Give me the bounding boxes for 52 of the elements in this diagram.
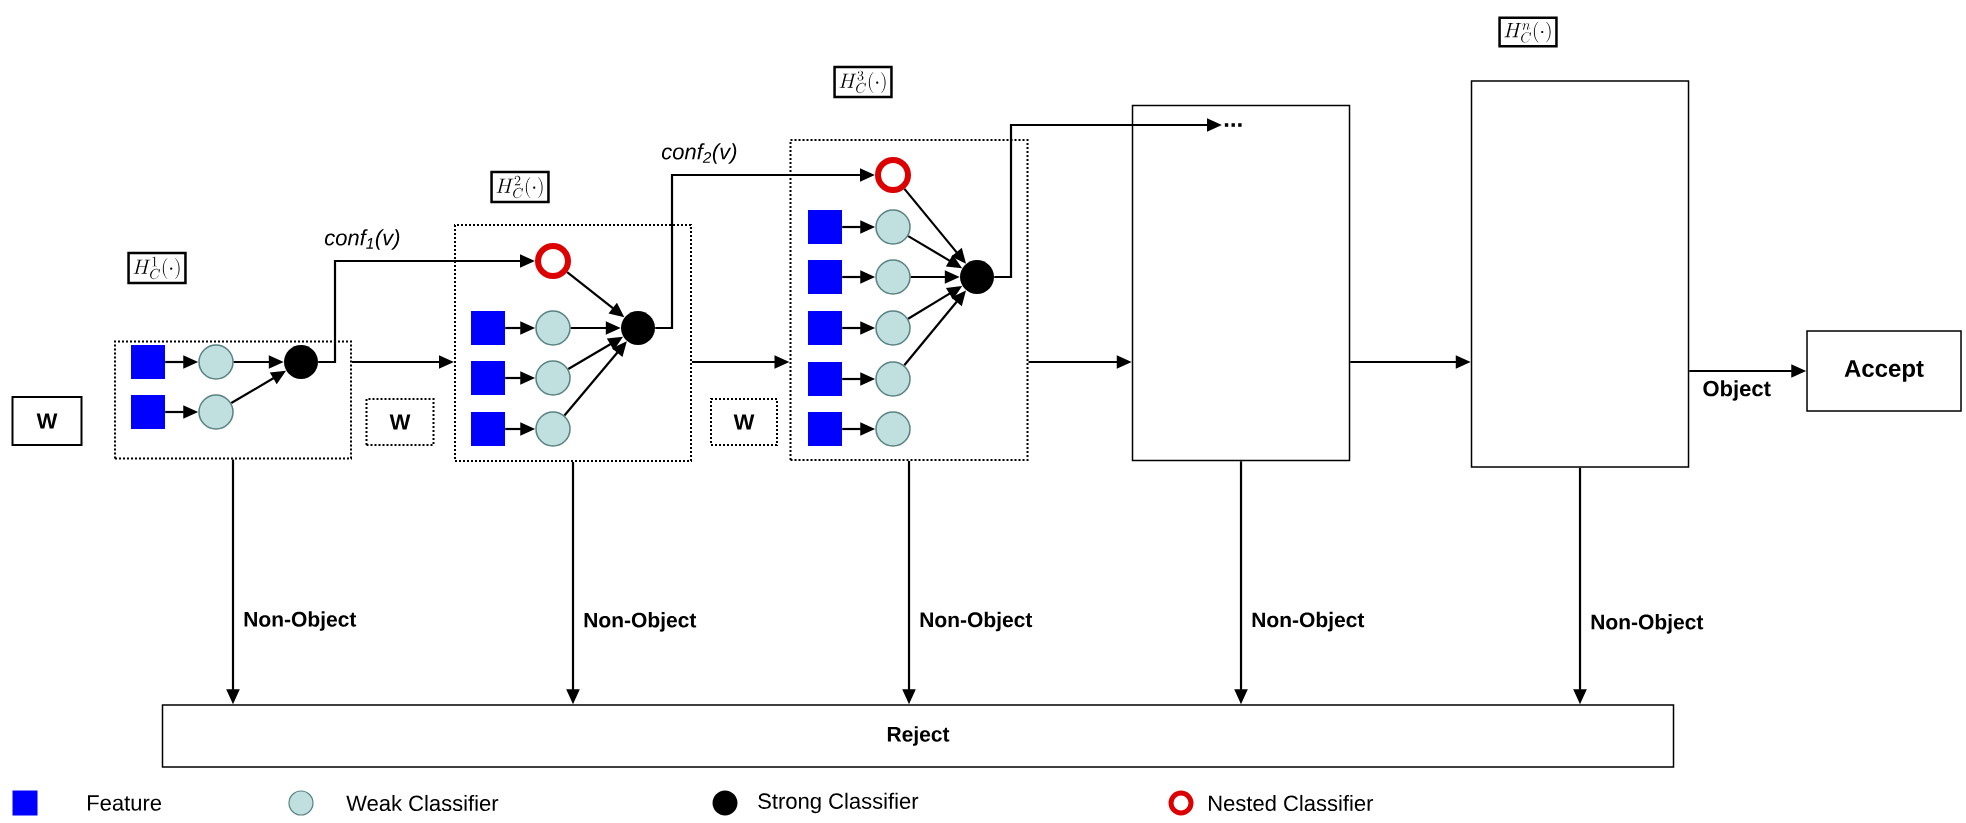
stage-box: [1470, 80, 1690, 468]
legend-label: Weak Classifier: [346, 794, 499, 812]
edge-label: Non-Object: [581, 610, 699, 634]
edge-label: Non-Object: [917, 609, 1035, 634]
strong-classifier-circle: [284, 345, 318, 379]
stage-box: [789, 139, 1029, 461]
feature-square: [808, 362, 842, 396]
weak-classifier-circle: [198, 394, 234, 430]
ellipsis: ...: [1224, 123, 1242, 127]
nested-classifier-ring: [875, 157, 911, 193]
edge-label: Non-Object: [241, 609, 359, 633]
stage-box: [114, 340, 352, 460]
stage-box: [1131, 104, 1351, 462]
w-box: W: [365, 398, 435, 446]
feature-square: [808, 412, 842, 446]
edge-label: Non-Object: [1588, 612, 1706, 636]
weak-classifier-circle: [535, 411, 571, 447]
edge-label: conf$_{2}$(v): [661, 143, 737, 164]
weak-classifier-circle: [875, 209, 911, 245]
feature-square: [131, 395, 165, 429]
function-label: $H_{C}^{1}(\cdot)$: [127, 251, 187, 285]
feature-square: [471, 361, 505, 395]
legend-label: Nested Classifier: [1209, 794, 1374, 812]
feature-square: [131, 345, 165, 379]
legend-label: Strong Classifier: [758, 792, 919, 814]
w-box: W: [710, 398, 778, 446]
strong-classifier-circle: [960, 260, 994, 294]
feature-square: [808, 260, 842, 294]
strong-classifier-circle: [621, 311, 655, 345]
accept-box: Accept: [1806, 330, 1962, 412]
weak-classifier-circle: [875, 310, 911, 346]
weak-classifier-circle: [535, 310, 571, 346]
w-box: W: [11, 396, 83, 446]
feature-square: [808, 210, 842, 244]
feature-square: [471, 412, 505, 446]
nested-classifier-ring: [535, 243, 571, 279]
weak-classifier-circle: [198, 344, 234, 380]
edge-label: Non-Object: [1249, 609, 1367, 634]
feature-square: [808, 311, 842, 345]
weak-classifier-circle: [535, 360, 571, 396]
weak-classifier-circle: [875, 361, 911, 397]
feature-square: [471, 311, 505, 345]
reject-box: Reject: [161, 704, 1675, 768]
weak-classifier-circle: [875, 259, 911, 295]
function-label: $H_{C}^{n}(\cdot)$: [1498, 16, 1558, 48]
weak-classifier-circle: [875, 411, 911, 447]
function-label: $H_{C}^{2}(\cdot)$: [490, 170, 550, 204]
stage-box: [454, 224, 692, 462]
edge-label: conf$_{1}$(v): [324, 229, 400, 250]
edge-label: Object: [1703, 380, 1771, 401]
legend-label: Feature: [88, 795, 162, 811]
function-label: $H_{C}^{3}(\cdot)$: [833, 65, 893, 99]
